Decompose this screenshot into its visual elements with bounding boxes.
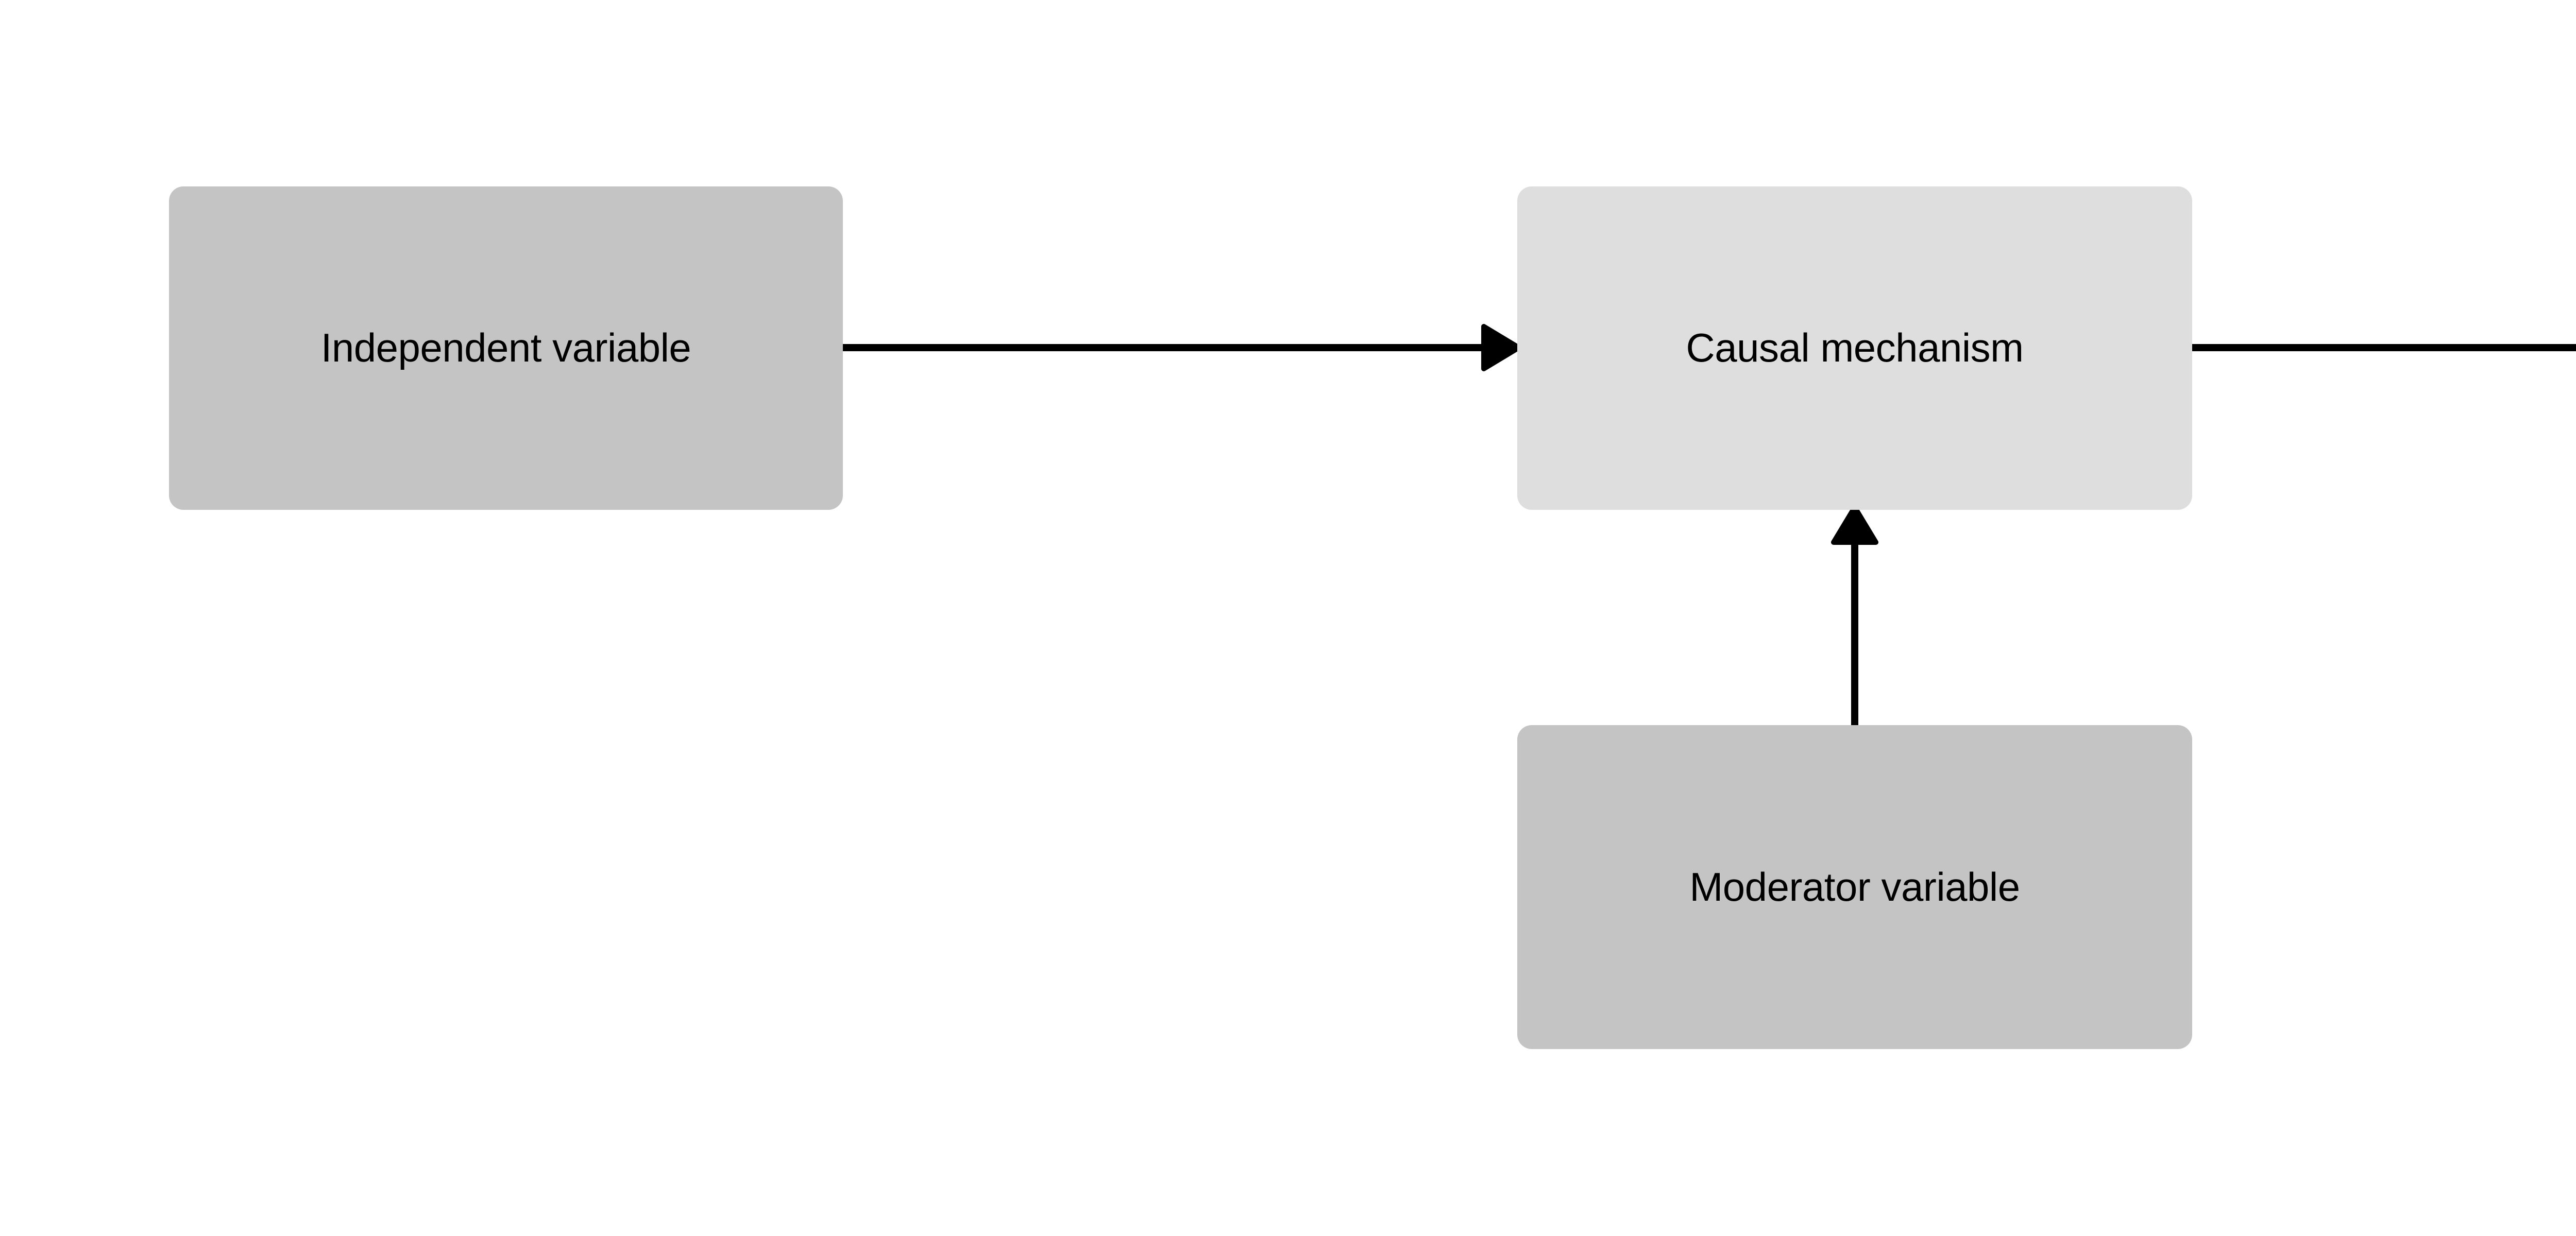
edge-independent-to-causal (839, 324, 1521, 371)
node-independent-variable[interactable]: Independent variable (169, 186, 843, 510)
node-moderator-variable[interactable]: Moderator variable (1517, 725, 2192, 1049)
node-causal-mechanism-label: Causal mechanism (1686, 325, 2024, 371)
node-causal-mechanism[interactable]: Causal mechanism (1517, 186, 2192, 510)
edge-causal-to-dependent (2189, 344, 2576, 351)
edge-moderator-to-causal (1831, 505, 1878, 729)
node-independent-variable-label: Independent variable (320, 325, 691, 371)
arrowhead-icon (1481, 324, 1521, 371)
arrowhead-icon (1831, 505, 1878, 545)
node-moderator-variable-label: Moderator variable (1689, 864, 2020, 909)
